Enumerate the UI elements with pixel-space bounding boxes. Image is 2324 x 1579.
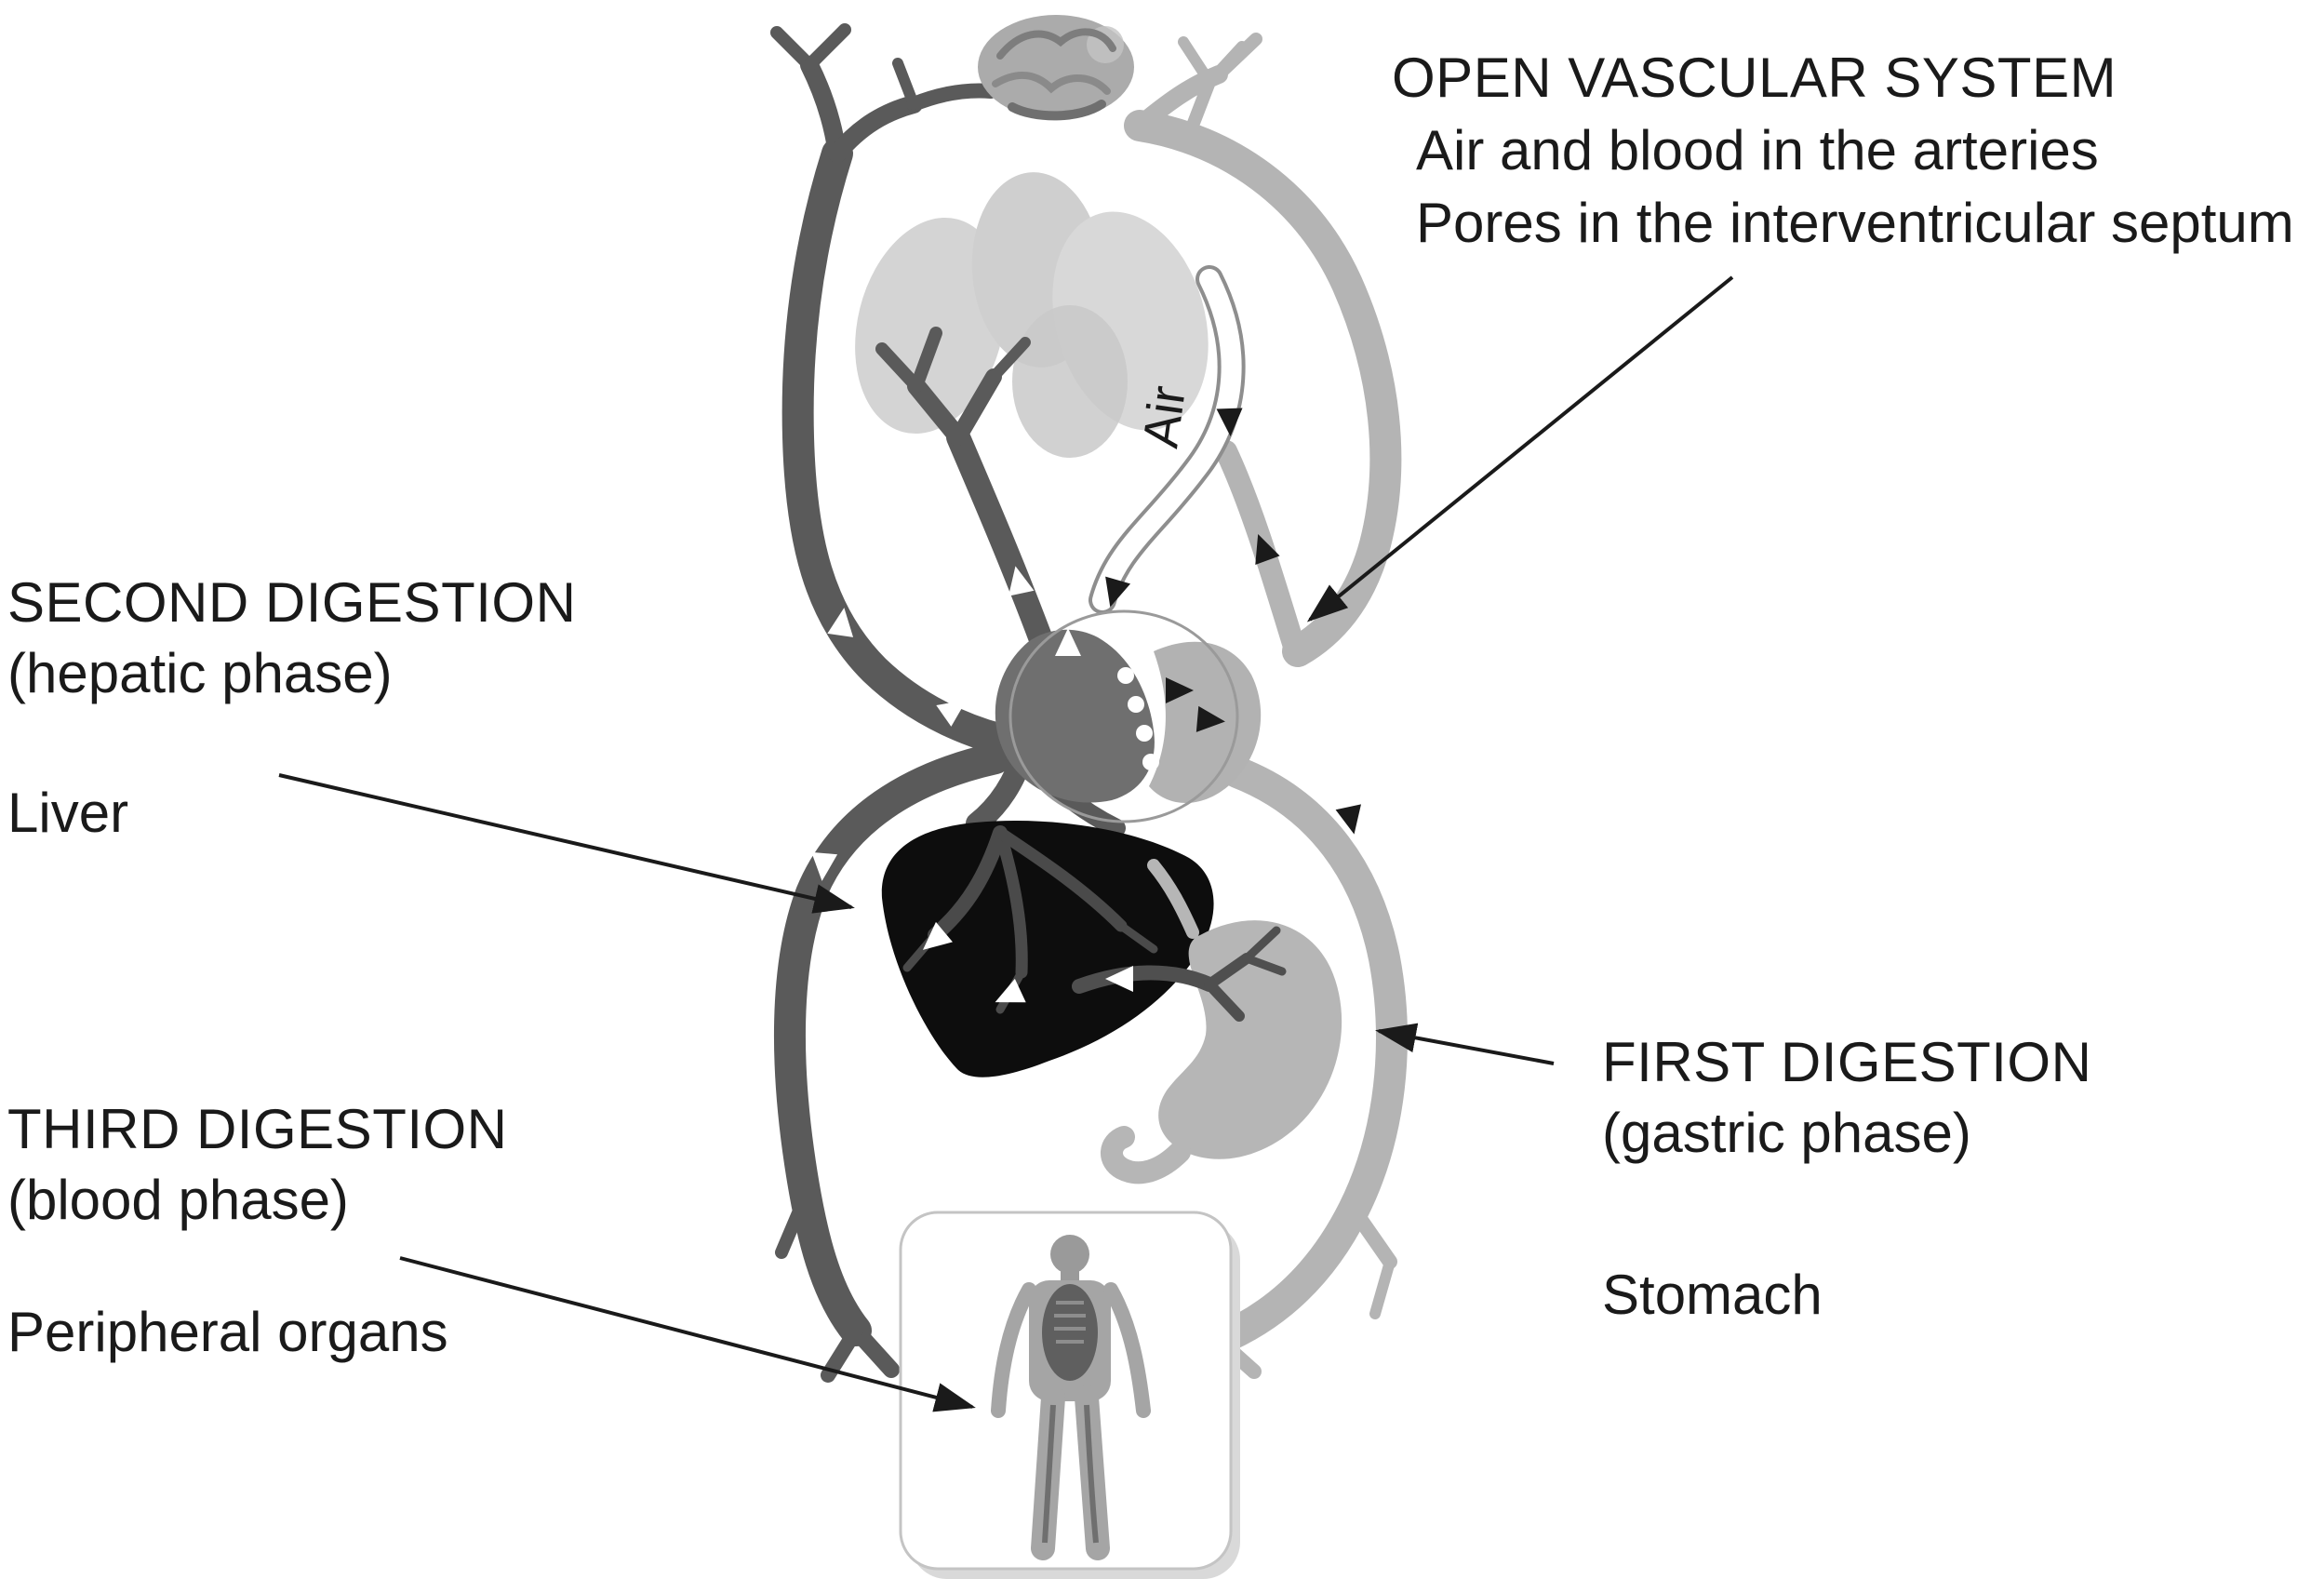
arrow-to-liver: [278, 773, 855, 914]
stomach: [1072, 859, 1342, 1184]
label-first-digestion-title: FIRST DIGESTION: [1602, 1031, 2092, 1093]
human-figure: [991, 1235, 1151, 1560]
label-third-digestion-sub: (blood phase): [7, 1169, 349, 1231]
septum-pores: [1117, 667, 1159, 770]
lungs: [855, 172, 1209, 458]
heart-left-ventricle: [995, 629, 1155, 803]
label-open-vascular-title: OPEN VASCULAR SYSTEM: [1392, 47, 2117, 109]
label-second-digestion-title: SECOND DIGESTION: [7, 571, 577, 634]
label-liver: Liver: [7, 782, 129, 844]
peripheral-body-figure: [899, 1211, 1240, 1579]
label-first-digestion-sub: (gastric phase): [1602, 1102, 1971, 1164]
heart: [995, 609, 1262, 823]
arrow-to-stomach: [1375, 1023, 1555, 1065]
label-air: Air: [1132, 382, 1196, 451]
annotation-arrows: [278, 275, 1734, 1412]
label-third-digestion-title: THIRD DIGESTION: [7, 1098, 508, 1160]
arrow-to-heart-septum: [1306, 275, 1734, 622]
label-open-vascular-line2: Pores in the interventricular septum: [1416, 192, 2294, 254]
label-second-digestion-sub: (hepatic phase): [7, 642, 393, 704]
duodenum: [1101, 1126, 1191, 1184]
trachea: [1089, 265, 1246, 614]
esophagus: [1147, 859, 1199, 939]
stomach-vessels: [1072, 926, 1287, 1022]
liver: [881, 821, 1214, 1077]
arrow-to-peripheral-organs: [399, 1256, 976, 1412]
venous-system: [770, 23, 1126, 1383]
label-peripheral-organs: Peripheral organs: [7, 1301, 448, 1363]
label-open-vascular-line1: Air and blood in the arteries: [1416, 119, 2099, 181]
heart-outline-ring: [1008, 609, 1239, 823]
brain: [978, 15, 1134, 121]
label-stomach: Stomach: [1602, 1264, 1823, 1326]
